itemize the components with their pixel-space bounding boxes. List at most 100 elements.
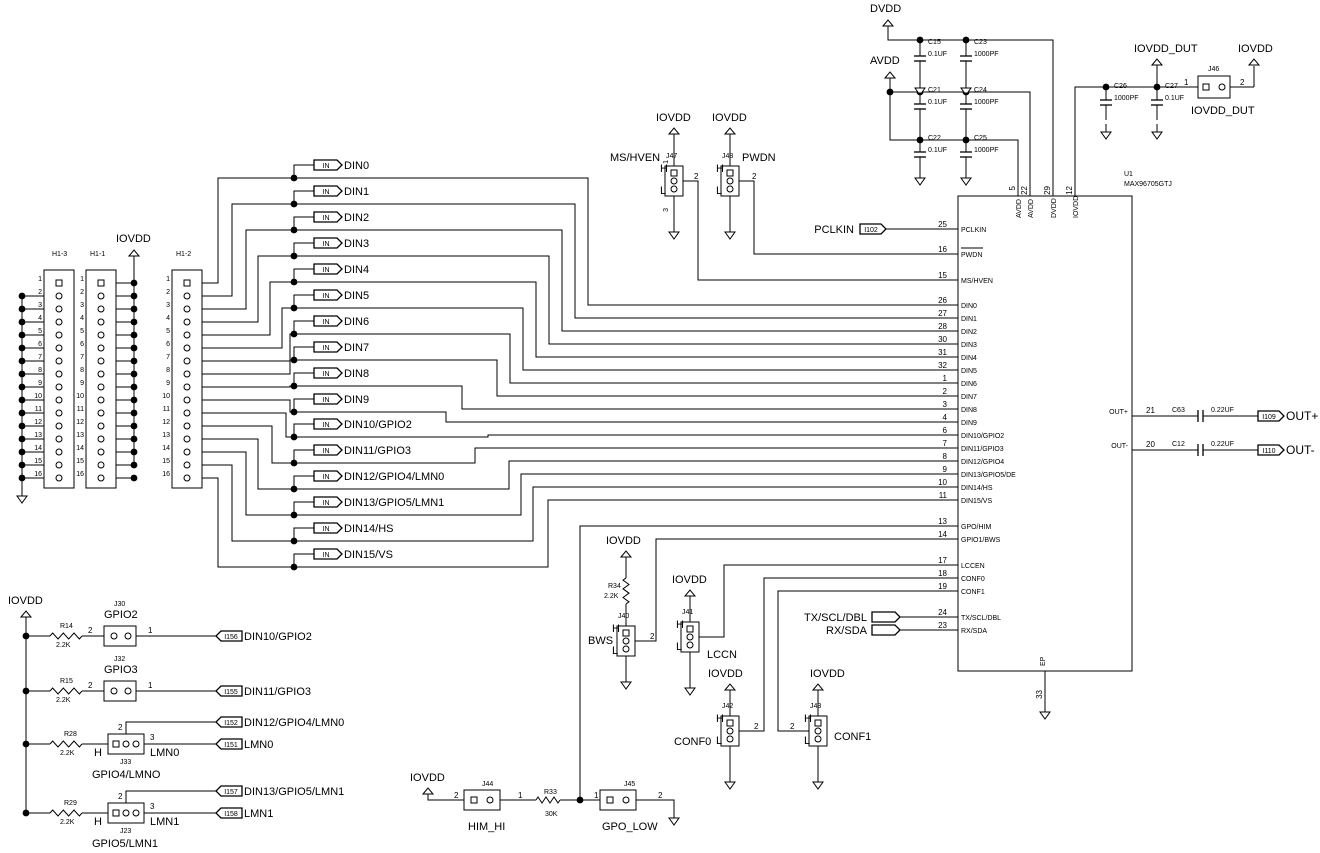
- header-pin-number: 1: [38, 276, 42, 283]
- jumper-ref: J46: [1208, 66, 1219, 73]
- din-label: DIN1: [344, 186, 369, 198]
- ground-icon: [914, 87, 926, 96]
- din-in-tag: [313, 263, 343, 275]
- jumper-ref: J45: [624, 781, 635, 788]
- tx-tag: [871, 611, 901, 623]
- offpage-tag-text: I102: [864, 227, 878, 234]
- header-pin-number: 12: [76, 419, 84, 426]
- header-pin-number: 14: [162, 445, 170, 452]
- round-pin: [97, 331, 105, 339]
- ic-pin-number: 2: [943, 387, 948, 396]
- ic-pin-number: 10: [938, 478, 947, 487]
- round-pin: [183, 318, 191, 326]
- round-pin: [486, 796, 494, 804]
- round-pin: [97, 461, 105, 469]
- din-in-tag: [313, 470, 343, 482]
- round-pin: [670, 177, 678, 185]
- pin-number: 2: [88, 626, 93, 635]
- cap-value: 0.1UF: [928, 99, 947, 106]
- round-pin: [55, 435, 63, 443]
- pin-number: 2: [88, 681, 93, 690]
- resistor-ref: R29: [64, 800, 77, 807]
- ic-pin-name: GPO/HIM: [961, 524, 992, 531]
- ic-pin-name: DIN2: [961, 329, 977, 336]
- round-pin: [97, 409, 105, 417]
- din-in-tag: [313, 496, 343, 508]
- din-label: DIN10/GPIO2: [344, 419, 412, 431]
- wire: [293, 475, 314, 489]
- din-in-tag: [313, 367, 343, 379]
- jumper-ref: J40: [618, 613, 629, 620]
- offpage-tag-text: IN: [323, 552, 330, 559]
- gpio-tag: [215, 630, 243, 642]
- din-in-tag: [313, 418, 343, 430]
- net-label: PCLKIN: [814, 224, 854, 236]
- header-pin-number: 5: [80, 328, 84, 335]
- square-pin: [686, 625, 694, 633]
- wire: [293, 242, 314, 256]
- wire: [890, 91, 1031, 170]
- ic-pin-number: 6: [943, 426, 948, 435]
- ground-icon: [812, 781, 824, 790]
- rx-tag: [871, 624, 901, 636]
- round-pin: [183, 292, 191, 300]
- round-pin: [122, 809, 130, 817]
- resistor-ref: R14: [60, 623, 73, 630]
- header-pin-number: 1: [80, 276, 84, 283]
- header-pin-number: 3: [38, 302, 42, 309]
- jumper-body: [103, 680, 137, 702]
- round-pin: [55, 409, 63, 417]
- wire: [197, 412, 920, 438]
- offpage-tag-text: IN: [323, 293, 330, 300]
- jumper-name: GPIO3: [104, 664, 138, 676]
- header-pin-number: 11: [35, 406, 42, 413]
- square-pin: [606, 796, 614, 804]
- jumper-h-label: H: [716, 713, 724, 725]
- wire: [197, 438, 920, 490]
- cap-ref: C63: [1172, 407, 1185, 414]
- header-pin-number: 9: [80, 380, 84, 387]
- round-pin: [132, 740, 140, 748]
- resistor-icon: [49, 687, 83, 695]
- ground-icon: [684, 687, 696, 696]
- offpage-tag-text: I155: [224, 689, 238, 696]
- ic-pin-number: 23: [938, 621, 947, 630]
- round-pin: [97, 383, 105, 391]
- ic-pin-name: DIN11/GPIO3: [961, 446, 1004, 453]
- jumper-ref: J43: [810, 703, 821, 710]
- round-pin: [55, 357, 63, 365]
- pin-number: 2: [694, 172, 699, 181]
- ic-pin-number: 15: [938, 271, 947, 280]
- din-in-tag: [313, 289, 343, 301]
- net-label: DIN12/GPIO4/LMN0: [244, 717, 344, 729]
- ic-pin-number: 29: [1043, 185, 1052, 194]
- ic-pin-name: DVDD: [1051, 198, 1058, 218]
- ic-pin-number: 21: [1146, 406, 1155, 415]
- header-pin-number: 3: [166, 302, 170, 309]
- round-pin: [97, 344, 105, 352]
- header-pin-number: 16: [76, 471, 84, 478]
- din-in-tag: [313, 315, 343, 327]
- wire: [197, 281, 920, 358]
- resistor-ref: R34: [608, 583, 621, 590]
- ic-part: MAX96705GTJ: [1124, 181, 1172, 188]
- ic-pin-number: 11: [939, 491, 948, 500]
- offpage-tag-text: IN: [323, 319, 330, 326]
- power-arrow-icon: [881, 19, 895, 27]
- round-pin: [55, 331, 63, 339]
- ic-pin-number: 3: [943, 400, 948, 409]
- header-pin-number: 8: [38, 367, 42, 374]
- pin-number: 2: [658, 791, 663, 800]
- din-label: DIN12/GPIO4/LMN0: [344, 471, 444, 483]
- pin-number: 2: [650, 632, 655, 641]
- header-ref: H1-1: [90, 251, 105, 258]
- ic-pin-number: 8: [943, 452, 948, 461]
- ic-pin-name: MS/HVEN: [961, 278, 993, 285]
- pin-number: 2: [754, 722, 759, 731]
- header-pin-number: 1: [166, 276, 170, 283]
- header-pin-number: 2: [80, 289, 84, 296]
- round-pin: [183, 422, 191, 430]
- din-label: DIN4: [344, 264, 369, 276]
- pin-number: 2: [118, 792, 123, 801]
- resistor-icon: [49, 632, 83, 640]
